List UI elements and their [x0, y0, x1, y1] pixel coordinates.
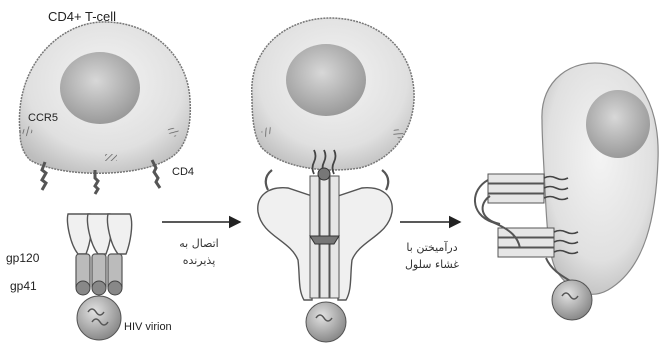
gp41-stalks: [76, 254, 122, 295]
label-step-fusion-line1: درآمیختن با: [400, 242, 464, 253]
hiv-virion-1: [77, 296, 121, 340]
ccr5-receptor-1c: [105, 154, 117, 161]
nucleus-3: [586, 90, 650, 158]
label-step-binding-line1: اتصال به: [168, 238, 230, 249]
panel-3-membrane-fusion: [475, 63, 658, 320]
panel-2-receptor-binding: [252, 18, 414, 342]
gp120-right: [338, 188, 392, 300]
hiv-virion-3: [552, 280, 592, 320]
label-cd4: CD4: [172, 167, 194, 178]
label-hiv-virion: HIV virion: [124, 322, 172, 333]
label-step-binding-line2: پذیرنده: [168, 255, 230, 266]
hiv-virion-2: [306, 302, 346, 342]
gp120-trimer: [67, 214, 131, 254]
label-gp41: gp41: [10, 280, 37, 292]
label-gp120: gp120: [6, 252, 39, 264]
nucleus-2: [286, 44, 366, 116]
gp41-bundle: [310, 150, 339, 298]
gp41-hairpin-upper: [488, 174, 568, 203]
label-ccr5: CCR5: [28, 113, 58, 124]
panel-1-initial-state: [19, 22, 190, 340]
nucleus-1: [60, 52, 140, 124]
gp120-left: [258, 188, 312, 300]
label-step-fusion-line2: غشاء سلول: [400, 259, 464, 270]
label-cd4-t-cell: CD4+ T-cell: [48, 10, 116, 23]
